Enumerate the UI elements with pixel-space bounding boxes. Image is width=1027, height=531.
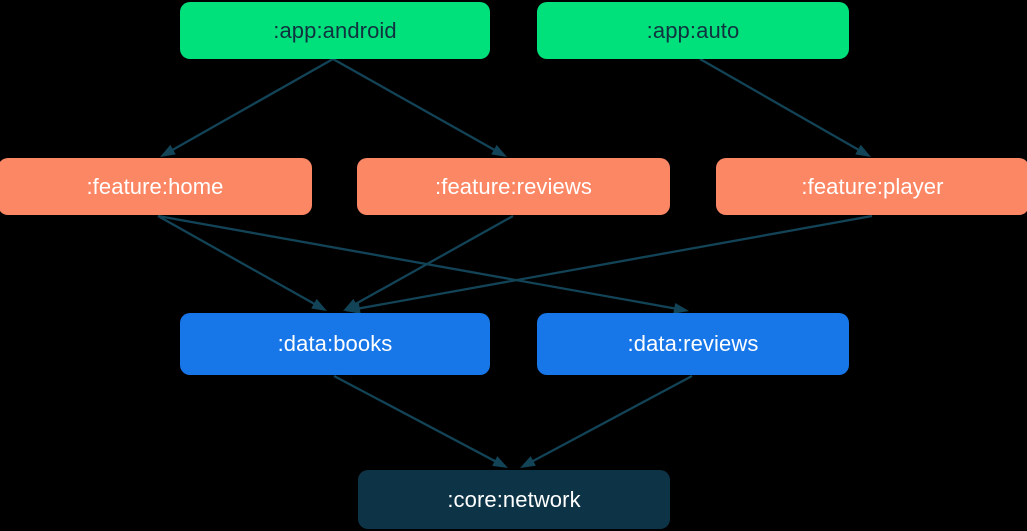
graph-node-app-auto[interactable]: :app:auto [537,2,849,59]
edge-line [353,214,514,306]
edge-arrowhead: feature-home → data-books [311,298,327,311]
graph-node-label: :feature:home [86,173,224,199]
edge-line [333,374,498,463]
edge-line [157,214,317,306]
edge-arrowhead: app-android → feature-home [160,144,176,157]
edge-line [699,58,861,152]
edge-arrowhead: feature-reviews → data-books [343,298,359,311]
graph-node-feature-reviews[interactable]: :feature:reviews [357,158,670,215]
graph-node-label: :app:android [273,17,397,43]
edge-line [530,374,693,463]
edge-arrowhead: data-books → core-network [492,456,508,468]
graph-node-feature-home[interactable]: :feature:home [0,158,312,215]
edge-line [170,57,334,152]
graph-node-label: :feature:player [801,173,944,199]
edge-arrowhead: app-auto → feature-player [855,144,871,157]
graph-node-label: :core:network [447,486,581,512]
edge-line [357,214,873,310]
edge-line [157,214,677,310]
graph-node-label: :feature:reviews [435,173,592,199]
graph-node-label: :data:reviews [627,331,759,356]
graph-node-label: :data:books [277,331,393,356]
edge-line [332,57,497,152]
edge-arrowhead: app-android → feature-reviews [491,144,507,157]
edge-arrowhead: data-reviews → core-network [520,456,536,468]
graph-node-label: :app:auto [646,17,740,43]
graph-node-data-reviews[interactable]: :data:reviews [537,313,849,375]
graph-node-app-android[interactable]: :app:android [180,2,490,59]
graph-node-data-books[interactable]: :data:books [180,313,490,375]
graph-node-core-network[interactable]: :core:network [358,470,670,529]
graph-node-feature-player[interactable]: :feature:player [716,158,1027,215]
